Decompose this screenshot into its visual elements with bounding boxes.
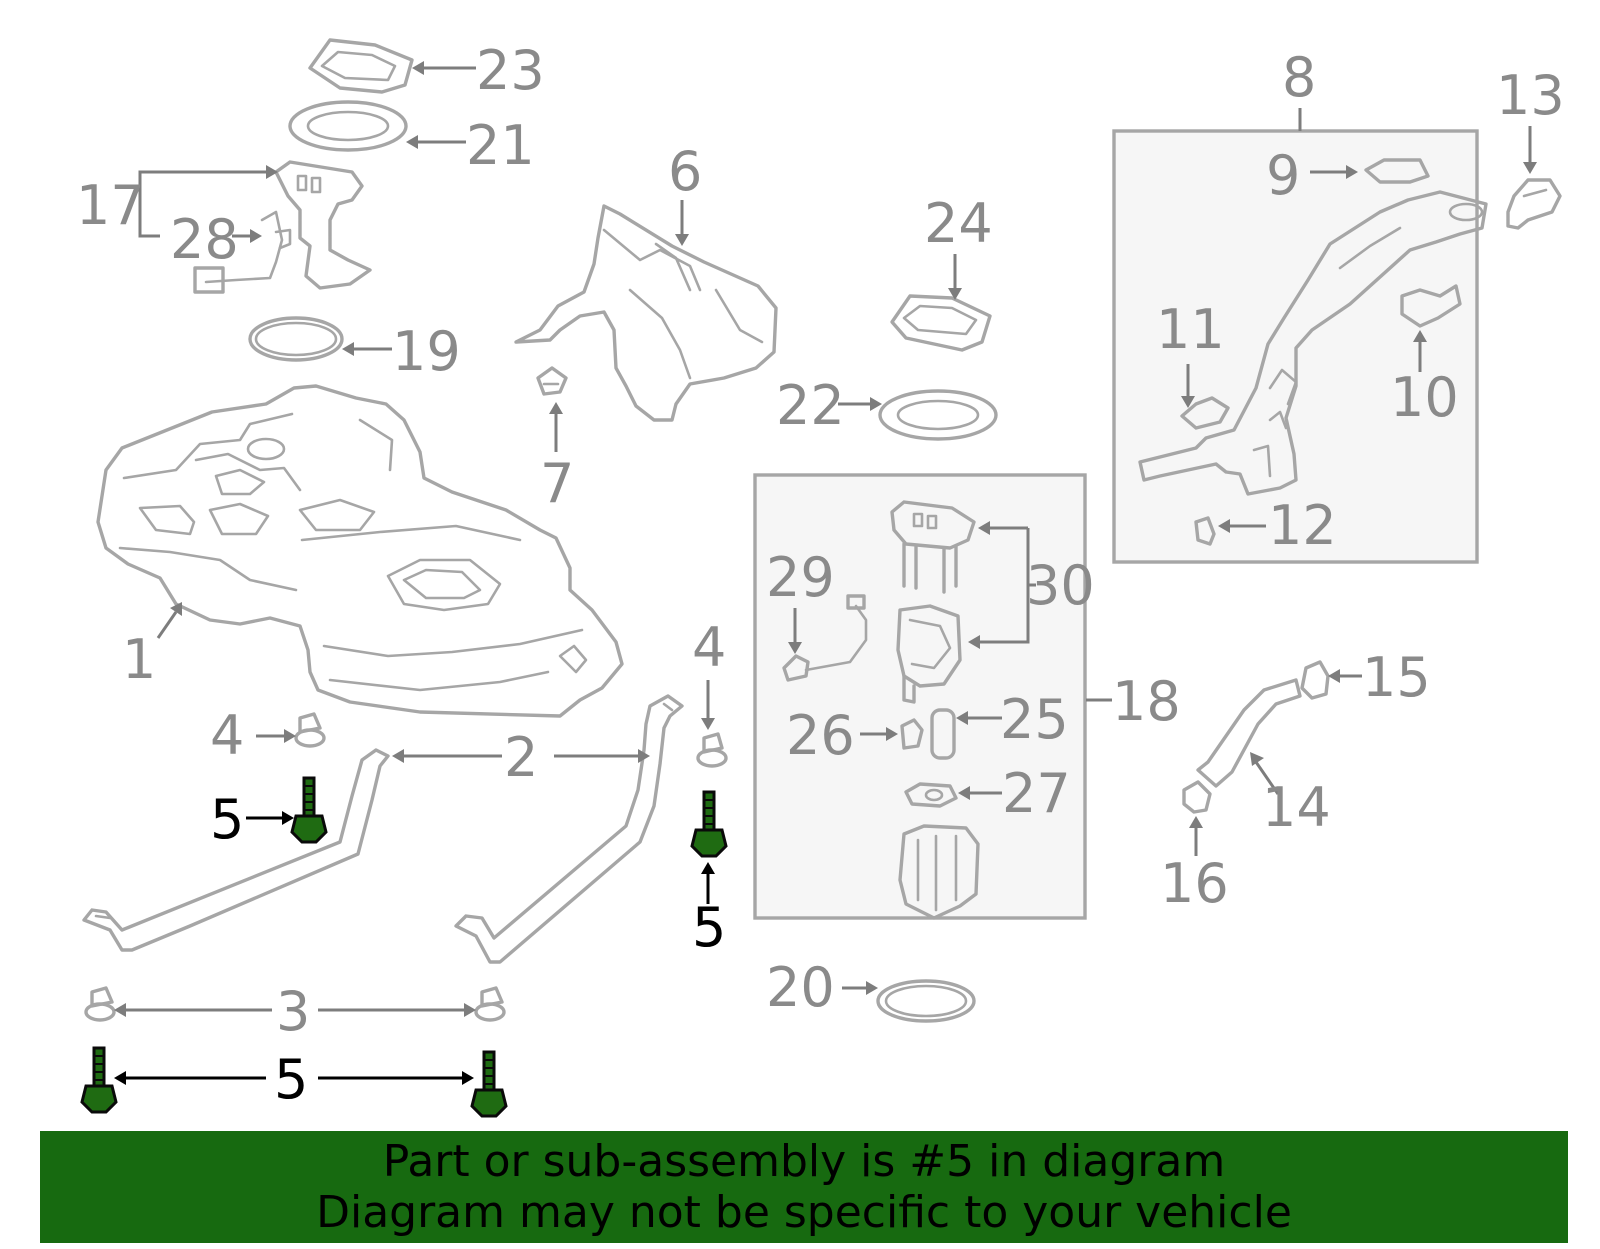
part-3-insulator-right (474, 986, 506, 1022)
part-5-bolt-lower-right (470, 1050, 508, 1118)
callout-14: 14 (1262, 776, 1331, 839)
fuel-pump-assembly-box (753, 473, 1087, 920)
part-6-heat-shield (514, 204, 778, 422)
callout-28: 28 (170, 208, 239, 271)
callout-11: 11 (1156, 298, 1225, 361)
callout-2: 2 (504, 726, 538, 789)
callout-18: 18 (1112, 670, 1181, 733)
part-5-bolt-lower-left (80, 1046, 118, 1114)
callout-21: 21 (466, 114, 535, 177)
callout-24: 24 (924, 192, 993, 255)
part-25-filter (930, 708, 956, 760)
part-12-clip (1194, 516, 1216, 546)
callout-10: 10 (1390, 366, 1459, 429)
callout-29: 29 (766, 546, 835, 609)
banner-line-2: Diagram may not be specific to your vehi… (316, 1187, 1292, 1238)
callout-1: 1 (122, 628, 156, 691)
part-26-regulator (900, 718, 924, 750)
part-2-strap-right (454, 694, 684, 964)
part-14-hose (1196, 678, 1302, 788)
part-21-ring (288, 100, 408, 152)
part-3-insulator-left (84, 986, 116, 1022)
pump-reservoir (898, 824, 980, 920)
part-19-gasket (248, 316, 344, 362)
part-13-cap (1506, 178, 1562, 230)
callout-7: 7 (540, 452, 574, 515)
part-5-bolt-middle (690, 790, 728, 858)
part-17-sender-unit (193, 160, 372, 294)
filler-pipe (1138, 190, 1488, 496)
leader-lines-part-5 (114, 811, 715, 1085)
part-30-pump-bracket (890, 500, 976, 704)
callout-30: 30 (1026, 554, 1095, 617)
callout-9: 9 (1266, 144, 1300, 207)
part-16-clamp (1182, 780, 1212, 814)
banner-line-1: Part or sub-assembly is #5 in diagram (382, 1136, 1226, 1187)
callout-4-right: 4 (692, 616, 726, 679)
info-banner: Part or sub-assembly is #5 in diagram Di… (40, 1131, 1568, 1243)
part-2-strap-left (82, 748, 390, 952)
callout-23: 23 (476, 39, 545, 102)
part-4-insulator-left (294, 712, 326, 748)
callout-5-upper-left: 5 (210, 788, 244, 851)
callout-5-middle: 5 (692, 896, 726, 959)
part-5-bolt-upper-left (290, 776, 328, 844)
part-20-gasket (876, 979, 976, 1023)
part-9-shield (1364, 158, 1430, 184)
callout-8: 8 (1282, 46, 1316, 109)
callout-12: 12 (1268, 494, 1337, 557)
part-29-harness (782, 594, 868, 682)
callout-6: 6 (668, 140, 702, 203)
part-23-cover (308, 38, 414, 94)
callout-19: 19 (392, 320, 461, 383)
leader-lines (114, 61, 1537, 1017)
callout-25: 25 (1000, 688, 1069, 751)
callout-22: 22 (776, 374, 845, 437)
callout-17: 17 (76, 174, 145, 237)
part-4-insulator-right (696, 732, 728, 768)
part-7-clip (536, 366, 568, 396)
part-10-shield (1400, 284, 1462, 328)
callout-27: 27 (1002, 762, 1071, 825)
part-1-fuel-tank (96, 384, 624, 718)
callout-3: 3 (276, 980, 310, 1043)
callout-26: 26 (786, 704, 855, 767)
callout-13: 13 (1496, 64, 1565, 127)
callout-4-left: 4 (210, 704, 244, 767)
callout-20: 20 (766, 956, 835, 1019)
part-22-ring (878, 389, 998, 441)
part-15-clamp (1300, 660, 1330, 700)
part-11-clip (1180, 396, 1230, 430)
callout-15: 15 (1362, 646, 1431, 709)
callout-5-bottom: 5 (274, 1048, 308, 1111)
part-27-seal (904, 782, 958, 808)
callout-16: 16 (1160, 852, 1229, 915)
part-24-cover (890, 294, 992, 352)
